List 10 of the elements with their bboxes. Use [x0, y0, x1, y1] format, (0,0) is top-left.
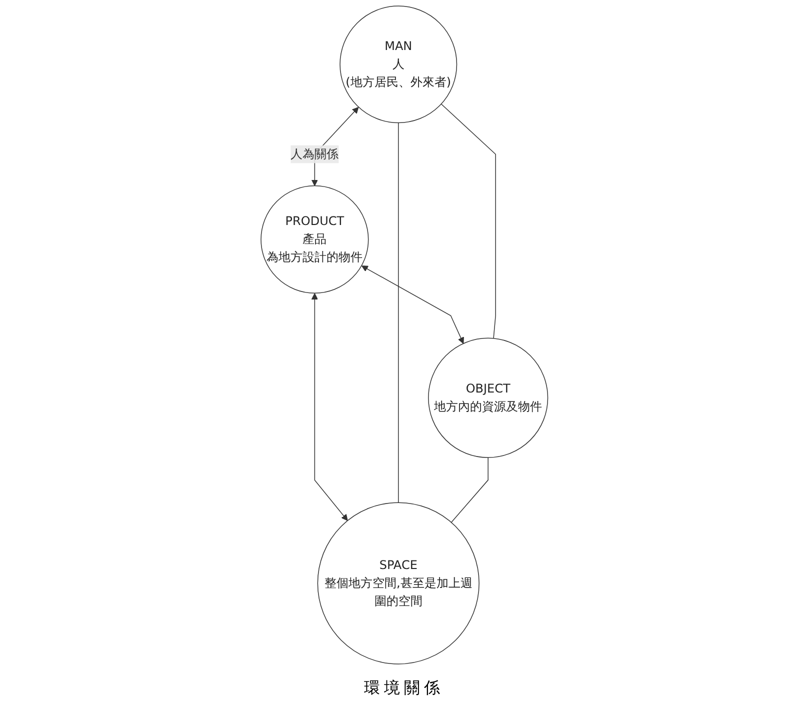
connector: [440, 104, 496, 339]
relation-label: 環境關係: [364, 678, 444, 699]
node-circle: SPACE 整個地方空間,甚至是加上週圍的空間: [316, 502, 480, 664]
edge-label: 人為關係: [290, 146, 338, 162]
arrow: [311, 293, 348, 521]
connector: [450, 457, 488, 523]
node-circle: OBJECT 地方內的資源及物件: [428, 338, 548, 458]
node-circle: PRODUCT 產品 為地方設計的物件: [260, 185, 368, 294]
arrow: [361, 266, 464, 344]
node-circle: MAN 人 (地方居民、外來者): [339, 6, 457, 124]
